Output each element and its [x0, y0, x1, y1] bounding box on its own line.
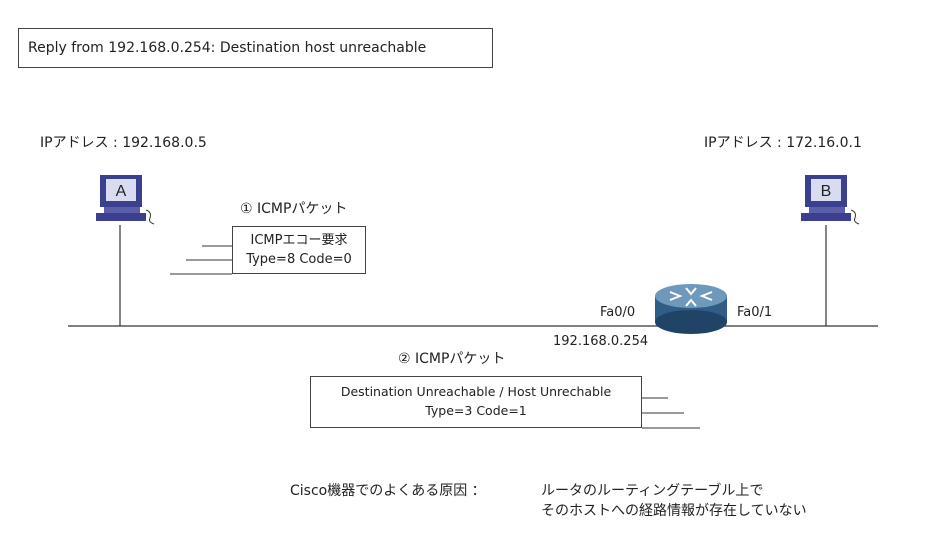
cause-line2: そのホストへの経路情報が存在していない — [541, 503, 807, 519]
packet1-box: ICMPエコー要求 Type=8 Code=0 — [232, 226, 366, 274]
host-b-name: B — [821, 183, 832, 200]
reply-message-box: Reply from 192.168.0.254: Destination ho… — [18, 28, 493, 68]
cause-line1: ルータのルーティングテーブル上で — [541, 483, 764, 499]
cause-label: Cisco機器でのよくある原因 ： — [290, 483, 486, 499]
router-port-right-label: Fa0/1 — [737, 305, 773, 320]
host-b-computer-icon — [801, 175, 860, 225]
host-b-ip-label: IPアドレス : 172.16.0.1 — [704, 135, 862, 151]
host-a-ip-label: IPアドレス : 192.168.0.5 — [40, 135, 207, 151]
packet1-line2: Type=8 Code=0 — [246, 252, 352, 267]
packet1-title: ① ICMPパケット — [240, 201, 348, 217]
packet1-line1: ICMPエコー要求 — [250, 233, 348, 248]
host-a-name: A — [116, 183, 127, 200]
reply-message-text: Reply from 192.168.0.254: Destination ho… — [28, 40, 427, 56]
router-ip-label: 192.168.0.254 — [553, 334, 649, 349]
packet2-box: Destination Unreachable / Host Unrechabl… — [310, 376, 642, 428]
packet2-title: ② ICMPパケット — [398, 351, 506, 367]
router-port-left-label: Fa0/0 — [600, 305, 636, 320]
host-a-computer-icon — [96, 175, 155, 225]
packet2-line1: Destination Unreachable / Host Unrechabl… — [340, 384, 612, 399]
router-icon — [655, 284, 727, 334]
packet2-line2: Type=3 Code=1 — [425, 403, 527, 418]
